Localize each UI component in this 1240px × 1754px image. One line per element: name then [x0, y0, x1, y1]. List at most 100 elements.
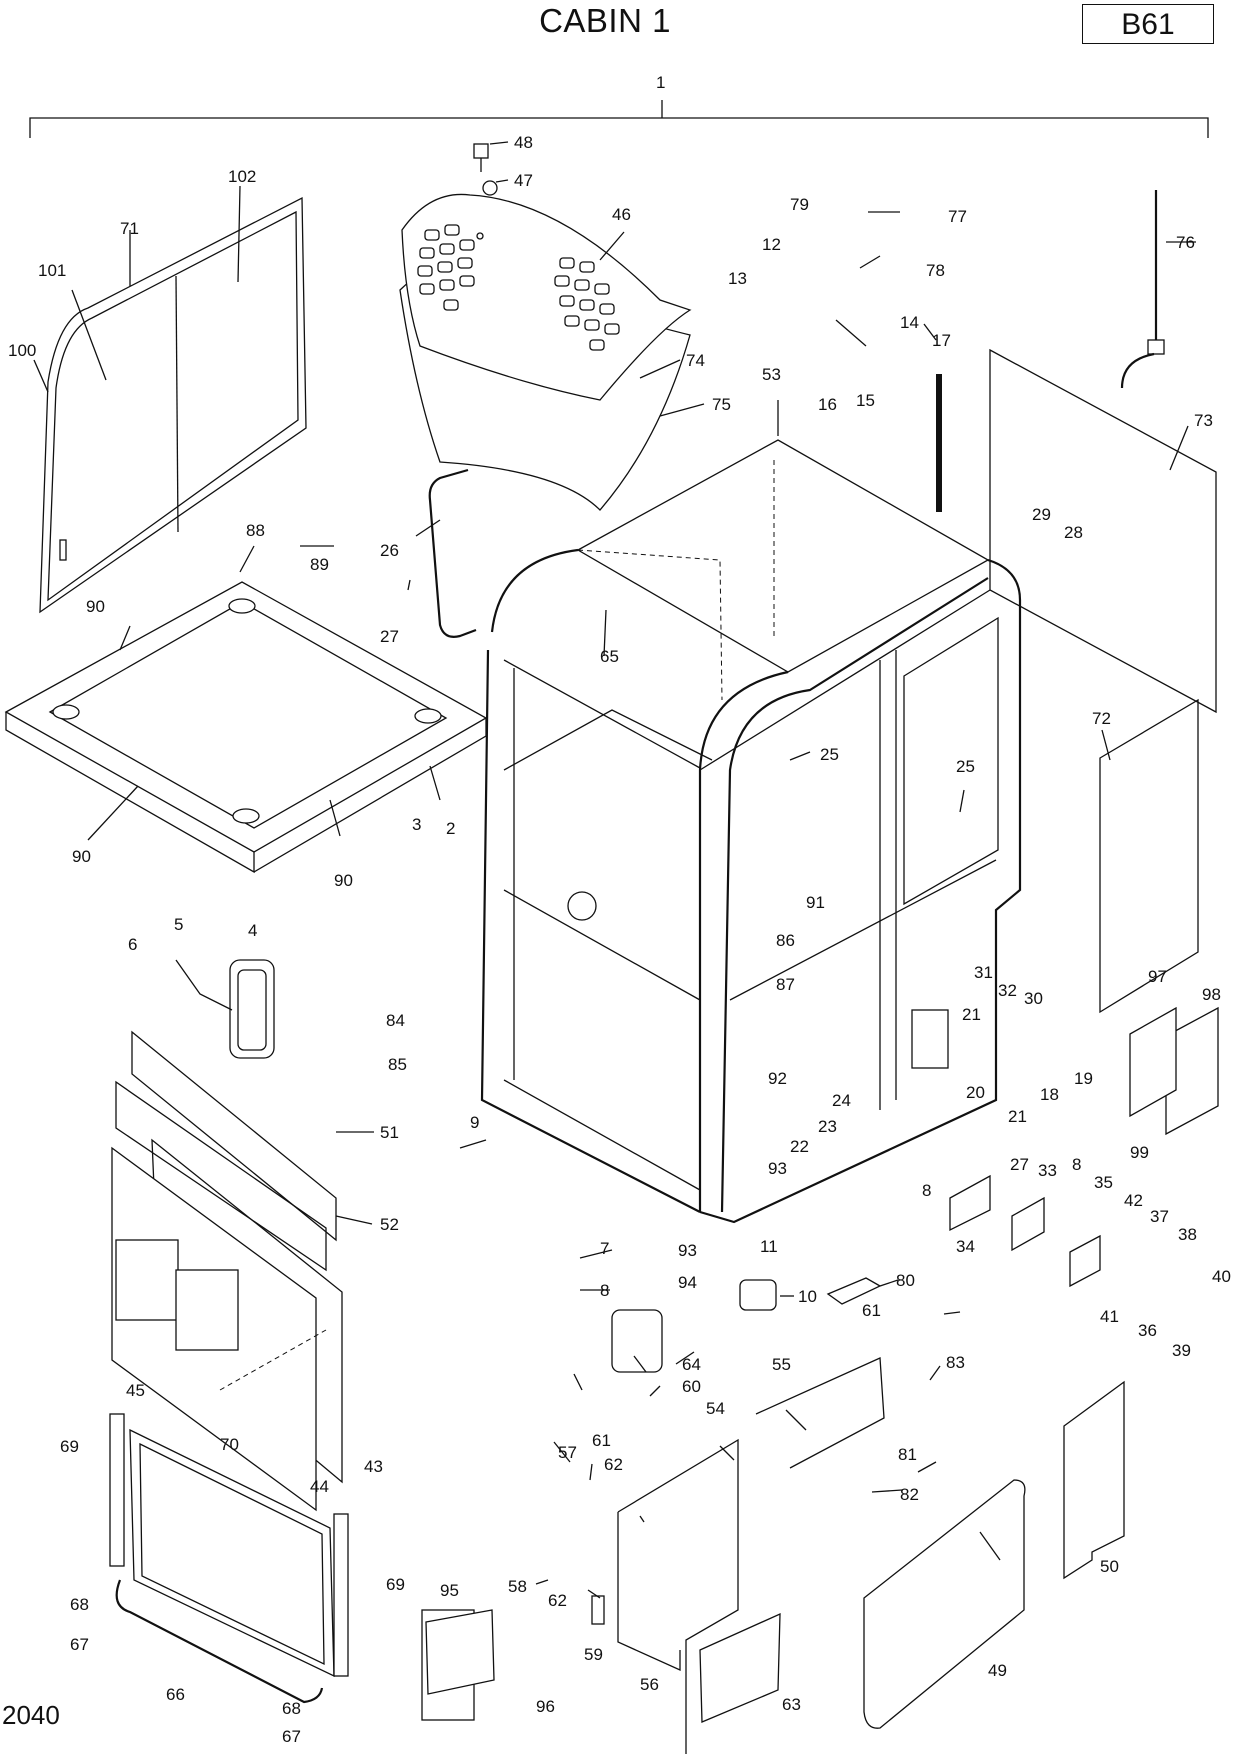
label-99: 99 — [1130, 1143, 1149, 1162]
panel-50 — [1063, 1380, 1125, 1580]
bracket-34 — [949, 1174, 991, 1232]
label-21a: 21 — [962, 1005, 981, 1024]
label-102: 102 — [228, 167, 256, 186]
label-38: 38 — [1178, 1225, 1197, 1244]
label-29: 29 — [1032, 505, 1051, 524]
label-48: 48 — [514, 133, 533, 152]
label-71: 71 — [120, 219, 139, 238]
label-40: 40 — [1212, 1267, 1231, 1286]
label-37: 37 — [1150, 1207, 1169, 1226]
front-panels — [111, 1030, 343, 1512]
label-68b: 68 — [282, 1699, 301, 1718]
label-26: 26 — [380, 541, 399, 560]
label-34: 34 — [956, 1237, 975, 1256]
label-23: 23 — [818, 1117, 837, 1136]
door-panel-49 — [863, 1479, 1026, 1729]
label-63: 63 — [782, 1695, 801, 1714]
label-97: 97 — [1148, 967, 1167, 986]
page-code-box: B61 — [1082, 4, 1214, 44]
label-24: 24 — [832, 1091, 851, 1110]
bottle — [611, 1309, 663, 1373]
label-83: 83 — [946, 1353, 965, 1372]
label-8c: 8 — [1072, 1155, 1081, 1174]
part-labels: 1 2 3 4 5 6 7 8 8 8 9 10 11 12 13 14 15 … — [8, 73, 1231, 1746]
antenna — [1120, 190, 1165, 389]
label-28: 28 — [1064, 523, 1083, 542]
label-50: 50 — [1100, 1557, 1119, 1576]
dashed-leaders — [219, 460, 775, 1391]
label-18: 18 — [1040, 1085, 1059, 1104]
label-16: 16 — [818, 395, 837, 414]
label-90b: 90 — [72, 847, 91, 866]
label-1: 1 — [656, 73, 665, 92]
label-86: 86 — [776, 931, 795, 950]
label-30: 30 — [1024, 989, 1043, 1008]
roof-hatch — [399, 143, 692, 511]
side-panel-72 — [1099, 698, 1199, 1014]
label-101: 101 — [38, 261, 66, 280]
label-93b: 93 — [678, 1241, 697, 1260]
label-75: 75 — [712, 395, 731, 414]
label-42: 42 — [1124, 1191, 1143, 1210]
label-27a: 27 — [380, 627, 399, 646]
label-36: 36 — [1138, 1321, 1157, 1340]
label-3: 3 — [412, 815, 421, 834]
label-69a: 69 — [60, 1437, 79, 1456]
label-22: 22 — [790, 1137, 809, 1156]
label-87: 87 — [776, 975, 795, 994]
page-title: CABIN 1 — [539, 2, 671, 39]
label-98: 98 — [1202, 985, 1221, 1004]
label-68a: 68 — [70, 1595, 89, 1614]
label-73: 73 — [1194, 411, 1213, 430]
label-13: 13 — [728, 269, 747, 288]
label-6: 6 — [128, 935, 137, 954]
window-glass-left — [39, 196, 307, 614]
label-90a: 90 — [86, 597, 105, 616]
seal-strip — [936, 374, 942, 512]
handrail — [428, 468, 477, 638]
label-92: 92 — [768, 1069, 787, 1088]
label-39: 39 — [1172, 1341, 1191, 1360]
label-64: 64 — [682, 1355, 701, 1374]
label-2: 2 — [446, 819, 455, 838]
label-81: 81 — [898, 1445, 917, 1464]
label-51: 51 — [380, 1123, 399, 1142]
label-4: 4 — [248, 921, 257, 940]
label-44: 44 — [310, 1477, 329, 1496]
label-31: 31 — [974, 963, 993, 982]
label-67b: 67 — [282, 1727, 301, 1746]
label-62a: 62 — [604, 1455, 623, 1474]
block-95 — [425, 1609, 495, 1695]
lock-35 — [1069, 1234, 1101, 1288]
vent-98 — [1129, 1006, 1219, 1136]
label-94: 94 — [678, 1273, 697, 1292]
label-61a: 61 — [592, 1431, 611, 1450]
label-20: 20 — [966, 1083, 985, 1102]
label-57: 57 — [558, 1443, 577, 1462]
label-78: 78 — [926, 261, 945, 280]
lamp-10 — [739, 1279, 777, 1311]
label-91: 91 — [806, 893, 825, 912]
label-69b: 69 — [386, 1575, 405, 1594]
label-100: 100 — [8, 341, 36, 360]
assembly-bracket — [29, 100, 1209, 138]
cabin-frame — [480, 439, 1022, 1224]
label-77: 77 — [948, 207, 967, 226]
lower-window — [109, 1413, 349, 1704]
label-8b: 8 — [922, 1181, 931, 1200]
label-35: 35 — [1094, 1173, 1113, 1192]
bracket-33 — [1011, 1196, 1045, 1252]
label-9: 9 — [470, 1113, 479, 1132]
label-14: 14 — [900, 313, 919, 332]
label-46: 46 — [612, 205, 631, 224]
label-59: 59 — [584, 1645, 603, 1664]
label-72: 72 — [1092, 709, 1111, 728]
label-21b: 21 — [1008, 1107, 1027, 1126]
label-12: 12 — [762, 235, 781, 254]
label-19: 19 — [1074, 1069, 1093, 1088]
label-58: 58 — [508, 1577, 527, 1596]
label-79: 79 — [790, 195, 809, 214]
label-80: 80 — [896, 1271, 915, 1290]
label-62b: 62 — [548, 1591, 567, 1610]
